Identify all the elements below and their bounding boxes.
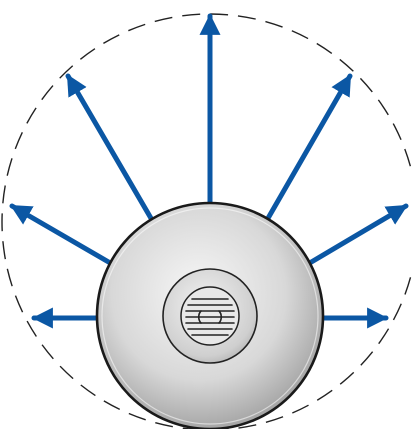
- capsule-center-core: [181, 287, 239, 345]
- arrow-mid-left: [12, 206, 112, 264]
- grille-icon: [186, 299, 234, 335]
- speaker-capsule: [97, 203, 323, 429]
- arrow-upper-right: [267, 76, 350, 220]
- arrow-mid-right: [308, 206, 406, 264]
- arrow-upper-left: [68, 76, 152, 220]
